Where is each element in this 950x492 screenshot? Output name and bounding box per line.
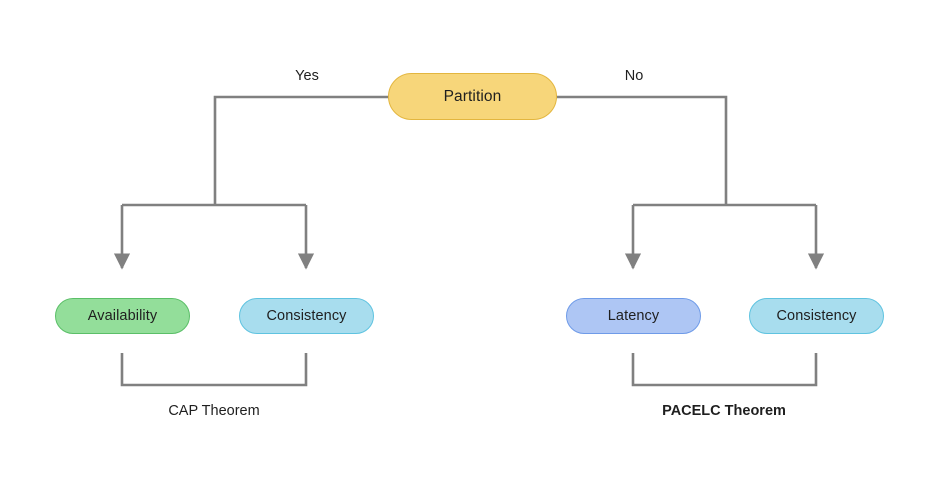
node-latency[interactable]: Latency xyxy=(566,298,701,334)
node-availability[interactable]: Availability xyxy=(55,298,190,334)
caption-cap-theorem: CAP Theorem xyxy=(168,403,260,419)
edge-root-to-yes xyxy=(213,95,388,205)
caption-pacelc-theorem: PACELC Theorem xyxy=(662,403,786,419)
node-consistency-cap[interactable]: Consistency xyxy=(239,298,374,334)
bracket-pacelc xyxy=(631,353,818,387)
edge-label-no: No xyxy=(617,68,651,84)
node-consistency-pacelc[interactable]: Consistency xyxy=(749,298,884,334)
bracket-cap xyxy=(120,353,308,387)
edge-label-yes: Yes xyxy=(288,68,326,84)
edge-root-to-no xyxy=(557,95,728,205)
node-partition[interactable]: Partition xyxy=(388,73,557,120)
